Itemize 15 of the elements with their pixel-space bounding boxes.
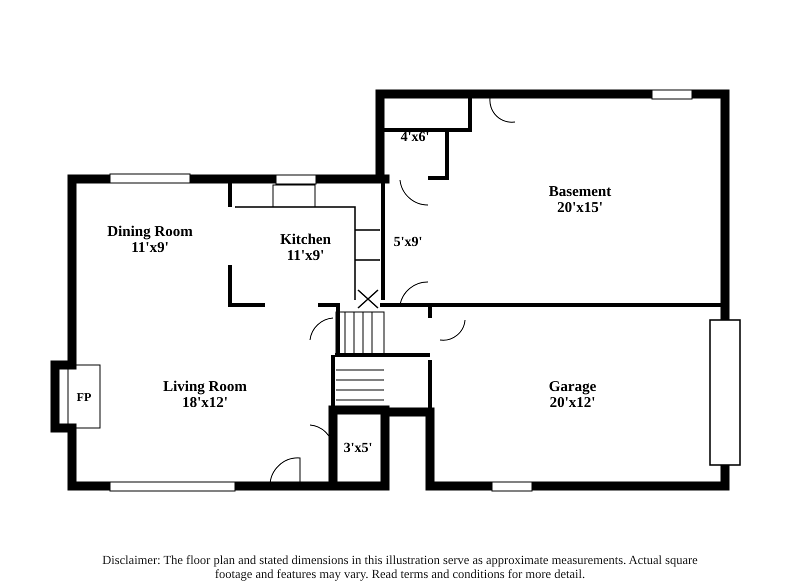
- room-name: Basement: [548, 184, 612, 200]
- disclaimer-text: Disclaimer: The floor plan and stated dimensions in this illustration serve as approximate measurements. Actual square footage and features may vary. Read terms and conditions for more detail.: [101, 553, 699, 581]
- room-dimensions: 11'x9': [286, 248, 324, 264]
- room-dimensions: 20'x12': [550, 395, 596, 411]
- room-dimensions: 18'x12': [182, 395, 228, 411]
- room-name: Kitchen: [279, 232, 332, 248]
- room-dimensions: 4'x6': [400, 130, 430, 146]
- room-dimensions: 3'x5': [344, 441, 372, 457]
- room-name: Living Room: [162, 379, 248, 395]
- fireplace-label: FP: [76, 388, 92, 404]
- room-name: Dining Room: [106, 224, 194, 240]
- room-dimensions: 20'x15': [557, 200, 603, 216]
- room-dimensions: 5'x9': [394, 234, 422, 250]
- room-dimensions: 11'x9': [131, 240, 169, 256]
- room-name: Garage: [548, 379, 598, 395]
